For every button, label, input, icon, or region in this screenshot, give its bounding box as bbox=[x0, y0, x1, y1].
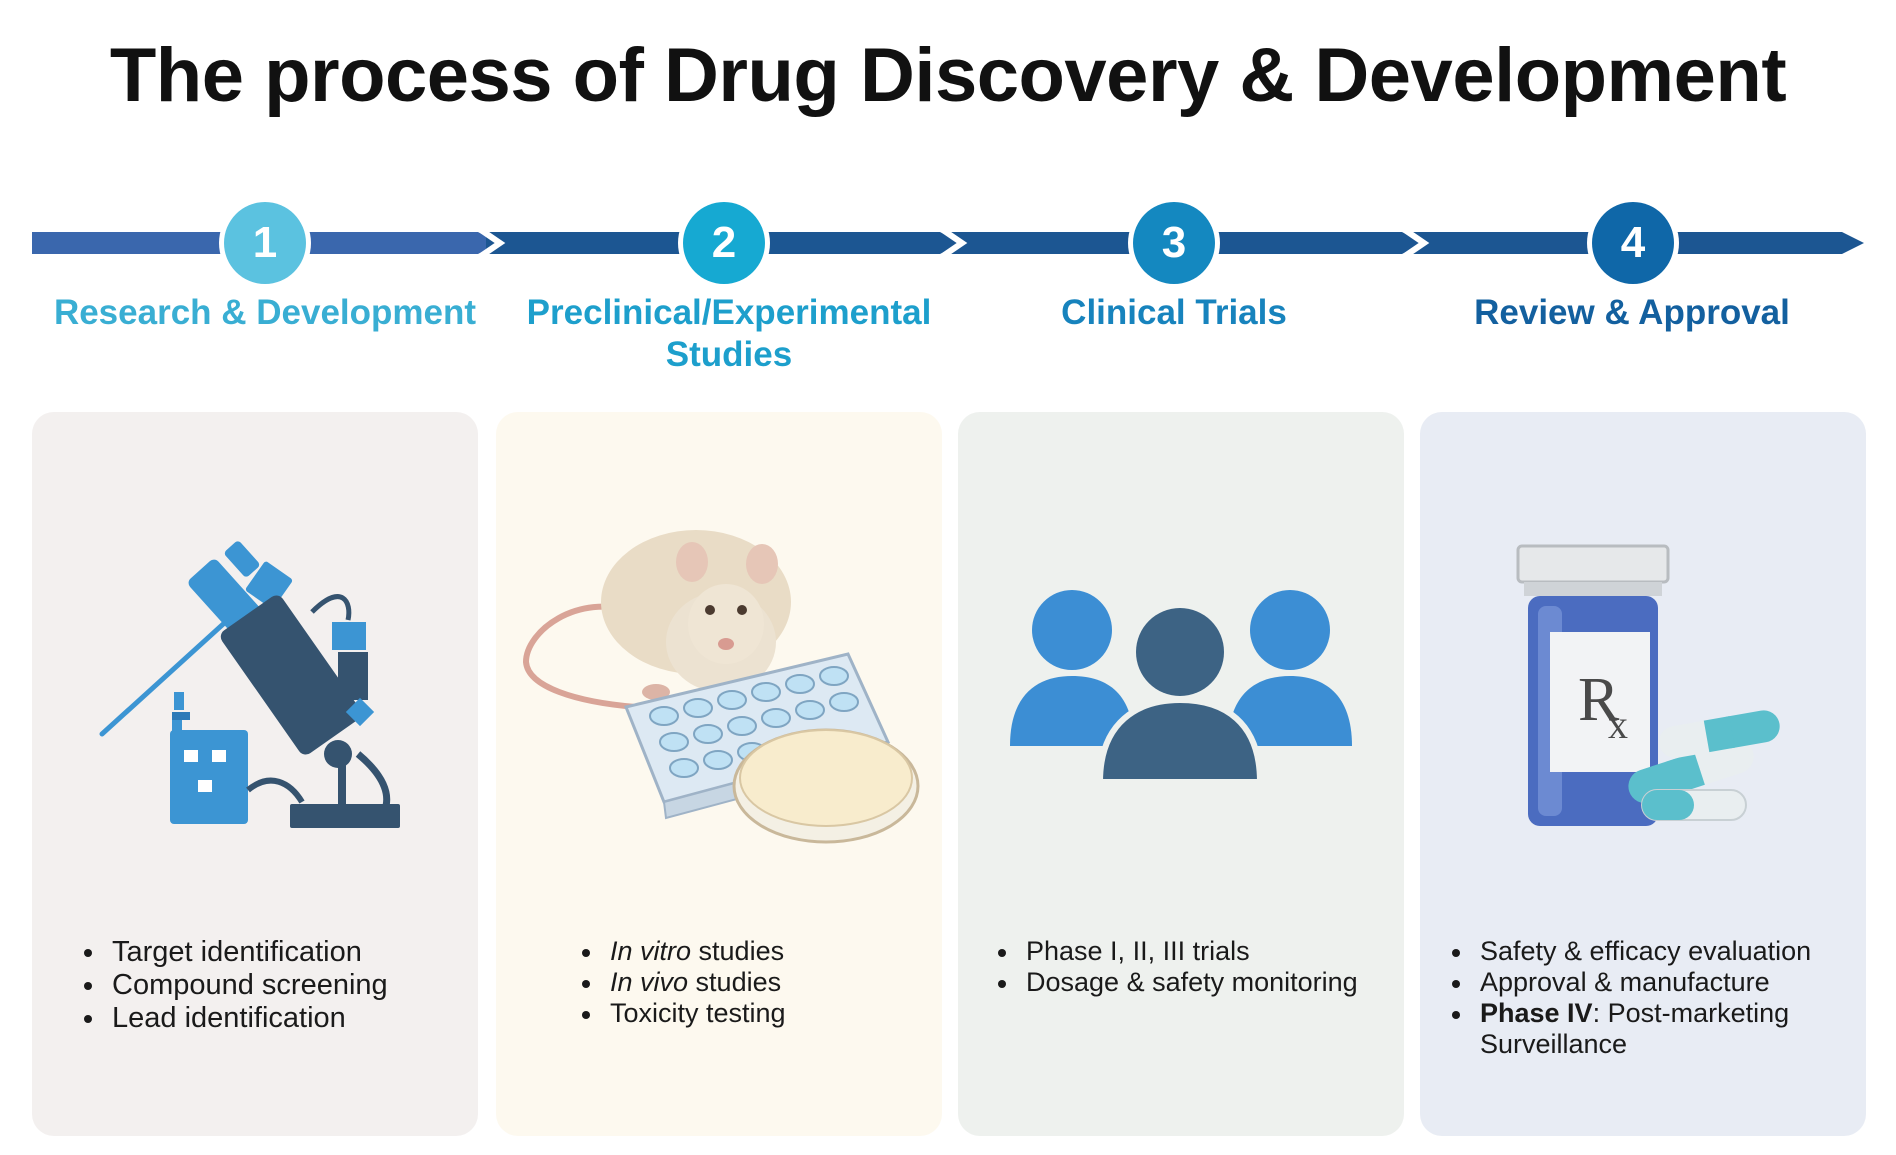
rx-subscript: x bbox=[1608, 702, 1628, 747]
page-title: The process of Drug Discovery & Developm… bbox=[109, 33, 1787, 118]
lab-equipment-icon bbox=[99, 541, 400, 828]
list-item: Phase IV: Post-marketing Surveillance bbox=[1448, 998, 1858, 1060]
stage-2-bullets: In vitro studies In vivo studies Toxicit… bbox=[578, 936, 786, 1029]
stage-card-research: Target identification Compound screening… bbox=[32, 412, 478, 1136]
stage-card-preclinical: In vitro studies In vivo studies Toxicit… bbox=[496, 412, 942, 1136]
stage-card-clinical: Phase I, II, III trials Dosage & safety … bbox=[958, 412, 1404, 1136]
step-3-number: 3 bbox=[1133, 202, 1215, 284]
list-item: Safety & efficacy evaluation bbox=[1448, 936, 1858, 967]
list-item: Toxicity testing bbox=[578, 998, 786, 1029]
rx-symbol: R bbox=[1578, 666, 1620, 734]
list-item: Compound screening bbox=[80, 969, 388, 1002]
stage-1-bullets: Target identification Compound screening… bbox=[80, 936, 388, 1035]
list-item: Target identification bbox=[80, 936, 388, 969]
stage-4-bullets: Safety & efficacy evaluation Approval & … bbox=[1448, 936, 1858, 1060]
list-item: Dosage & safety monitoring bbox=[994, 967, 1358, 998]
list-item: Phase I, II, III trials bbox=[994, 936, 1358, 967]
rat-and-well-plate-icon bbox=[522, 530, 920, 844]
prescription-bottle-icon: R x bbox=[1516, 544, 1780, 826]
stage-card-review: R x Safety & efficacy evaluation Approva… bbox=[1420, 412, 1866, 1136]
people-group-icon bbox=[1010, 590, 1352, 785]
step-2-label: Preclinical/Experimental Studies bbox=[526, 293, 932, 374]
step-1-number: 1 bbox=[224, 202, 306, 284]
list-item: Lead identification bbox=[80, 1002, 388, 1035]
stage-3-bullets: Phase I, II, III trials Dosage & safety … bbox=[994, 936, 1358, 998]
list-item: Approval & manufacture bbox=[1448, 967, 1858, 998]
list-item: In vivo studies bbox=[578, 967, 786, 998]
step-3-label: Clinical Trials bbox=[1061, 293, 1287, 332]
step-2-number: 2 bbox=[683, 202, 765, 284]
list-item: In vitro studies bbox=[578, 936, 786, 967]
step-4-number: 4 bbox=[1592, 202, 1674, 284]
step-4-label: Review & Approval bbox=[1474, 293, 1790, 332]
step-1-label: Research & Development bbox=[53, 293, 477, 332]
